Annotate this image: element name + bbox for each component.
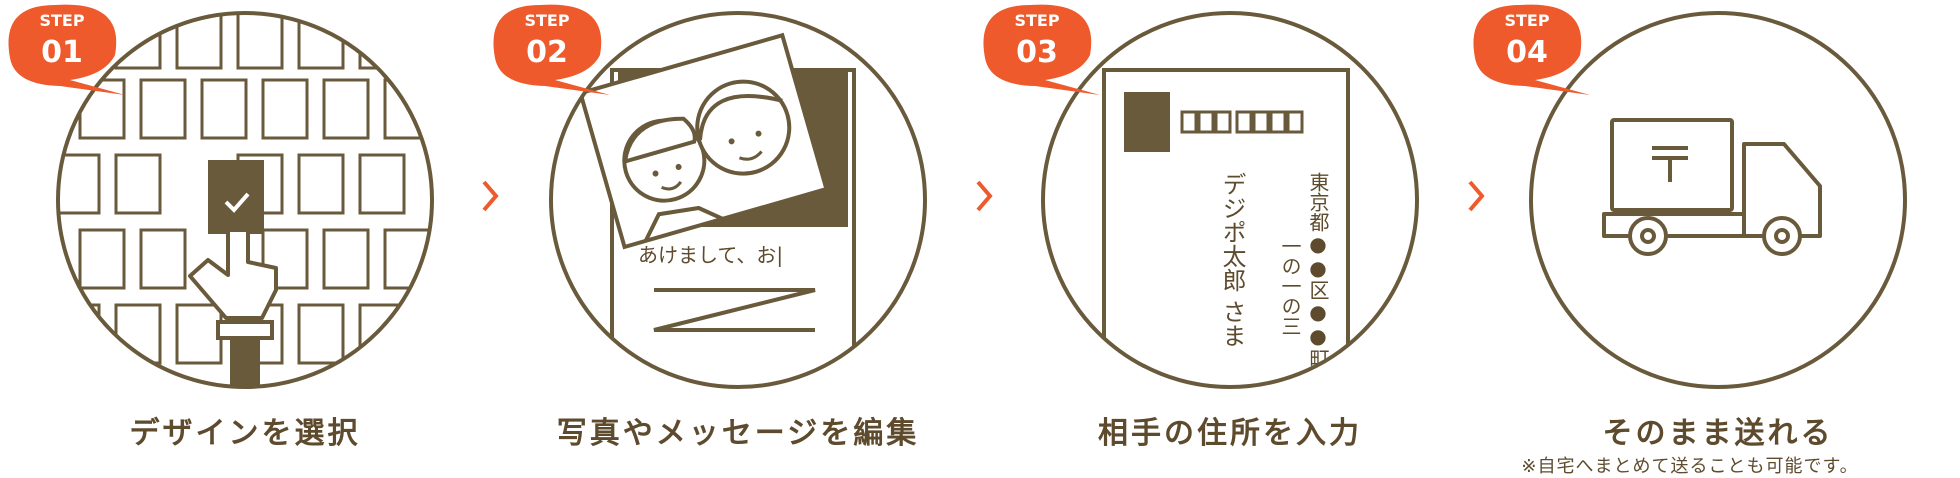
step-3-caption: 相手の住所を入力 bbox=[1098, 416, 1362, 451]
step-4-note: ※自宅へまとめて送ることも可能です。 bbox=[1521, 456, 1859, 477]
badge-number: 02 bbox=[526, 35, 568, 70]
step-badge-1: STEP 01 bbox=[8, 4, 125, 95]
chevron-right-icon bbox=[482, 180, 499, 212]
recipient-name: デジポ太郎 さま bbox=[1218, 172, 1246, 348]
badge-label: STEP bbox=[39, 11, 84, 30]
step-2-illustration: あけまして、お| bbox=[549, 11, 927, 389]
step-1-illustration bbox=[56, 11, 434, 389]
selected-design bbox=[208, 160, 264, 234]
chevron-right-icon bbox=[976, 180, 993, 212]
step-1-caption: デザインを選択 bbox=[129, 416, 361, 451]
postal-mark-icon bbox=[1652, 146, 1688, 182]
stamp-area bbox=[1124, 92, 1170, 152]
step-2-caption: 写真やメッセージを編集 bbox=[556, 416, 920, 451]
address-line1: 東京都●●区●●町 bbox=[1306, 172, 1330, 368]
message-text: あけまして、お| bbox=[638, 243, 783, 267]
address-line2: 一の一の三 bbox=[1278, 236, 1302, 336]
step-4-circle bbox=[1529, 11, 1907, 389]
step-badge-4: STEP 04 bbox=[1473, 4, 1590, 95]
pointing-hand-icon bbox=[188, 228, 278, 387]
design-grid bbox=[58, 13, 432, 387]
badge-number: 01 bbox=[41, 35, 83, 70]
chevron-right-icon bbox=[1468, 180, 1485, 212]
badge-label: STEP bbox=[1504, 11, 1549, 30]
photo bbox=[577, 32, 829, 250]
badge-number: 03 bbox=[1016, 35, 1058, 70]
badge-label: STEP bbox=[1014, 11, 1059, 30]
step-3-illustration: 東京都●●区●●町 一の一の三 デジポ太郎 さま bbox=[1041, 11, 1419, 389]
badge-number: 04 bbox=[1506, 35, 1548, 70]
step-1-circle bbox=[56, 11, 434, 389]
step-4-caption: そのまま送れる bbox=[1602, 416, 1834, 451]
message-scribble bbox=[653, 288, 816, 332]
step-2-circle bbox=[549, 11, 927, 389]
step-badge-2: STEP 02 bbox=[493, 4, 610, 95]
check-icon bbox=[224, 192, 250, 213]
step-3-circle bbox=[1041, 11, 1419, 389]
badge-label: STEP bbox=[524, 11, 569, 30]
delivery-truck-icon bbox=[1602, 118, 1822, 256]
postal-code-boxes bbox=[1180, 110, 1304, 134]
step-badge-3: STEP 03 bbox=[983, 4, 1100, 95]
step-4-illustration bbox=[1529, 11, 1907, 389]
